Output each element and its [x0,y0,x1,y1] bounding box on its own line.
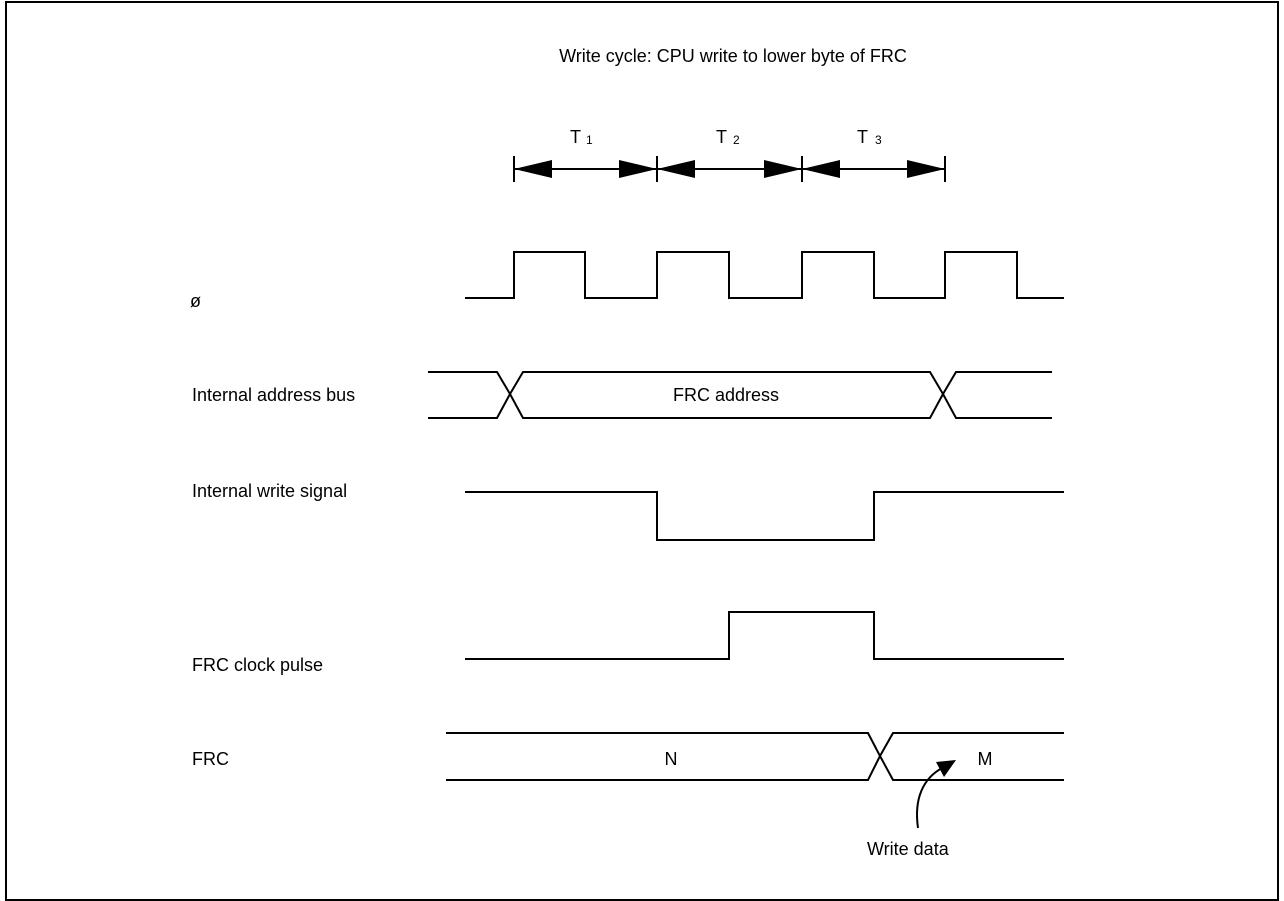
clock-label: ø [190,291,201,311]
address-bus-waveform [428,371,1052,419]
clock-pulse-label: FRC clock pulse [192,655,323,675]
t3-label: T 3 [857,127,882,147]
address-bus-label: Internal address bus [192,385,355,405]
t1-subscript: 1 [586,133,593,147]
frc-old-value: N [665,749,678,769]
address-value: FRC address [673,385,779,405]
t3-subscript: 3 [875,133,882,147]
write-signal-waveform [465,491,1064,541]
t-state-markers [513,156,946,182]
t2-label: T 2 [716,127,740,147]
frc-label: FRC [192,749,229,769]
write-data-arrow [916,760,956,829]
frc-waveform [446,732,1064,781]
write-data-label: Write data [867,839,950,859]
t1-letter: T [570,127,581,147]
clock-pulse-waveform [465,611,1064,660]
write-signal-label: Internal write signal [192,481,347,501]
t1-label: T 1 [570,127,593,147]
t2-letter: T [716,127,727,147]
diagram-title: Write cycle: CPU write to lower byte of … [559,46,907,66]
frc-new-value: M [978,749,993,769]
t2-subscript: 2 [733,133,740,147]
t3-letter: T [857,127,868,147]
clock-waveform [465,251,1064,299]
